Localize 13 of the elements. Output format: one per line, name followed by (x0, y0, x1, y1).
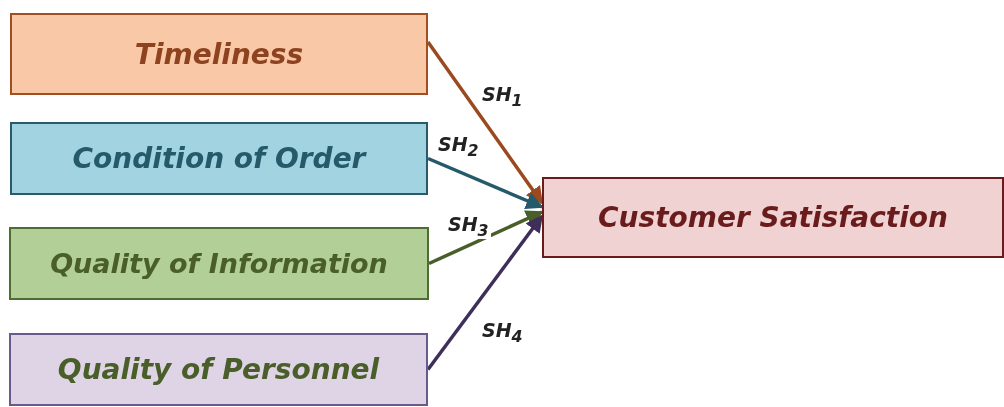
factor-box (10, 122, 428, 195)
factor-label: Timeliness (134, 37, 304, 71)
edge-label: SH$_{3}$ (446, 214, 491, 240)
arrow (428, 210, 544, 266)
factor-box (9, 333, 428, 406)
factor-box (10, 13, 428, 95)
factor-box (542, 177, 1004, 258)
arrow (427, 156, 544, 209)
factor-label: Customer Satisfaction (598, 201, 948, 234)
factor-label: Quality of Personnel (57, 353, 380, 386)
factor-box (9, 227, 429, 300)
factor-label: Condition of Order (72, 142, 366, 175)
factor-label: Quality of Information (50, 248, 388, 279)
